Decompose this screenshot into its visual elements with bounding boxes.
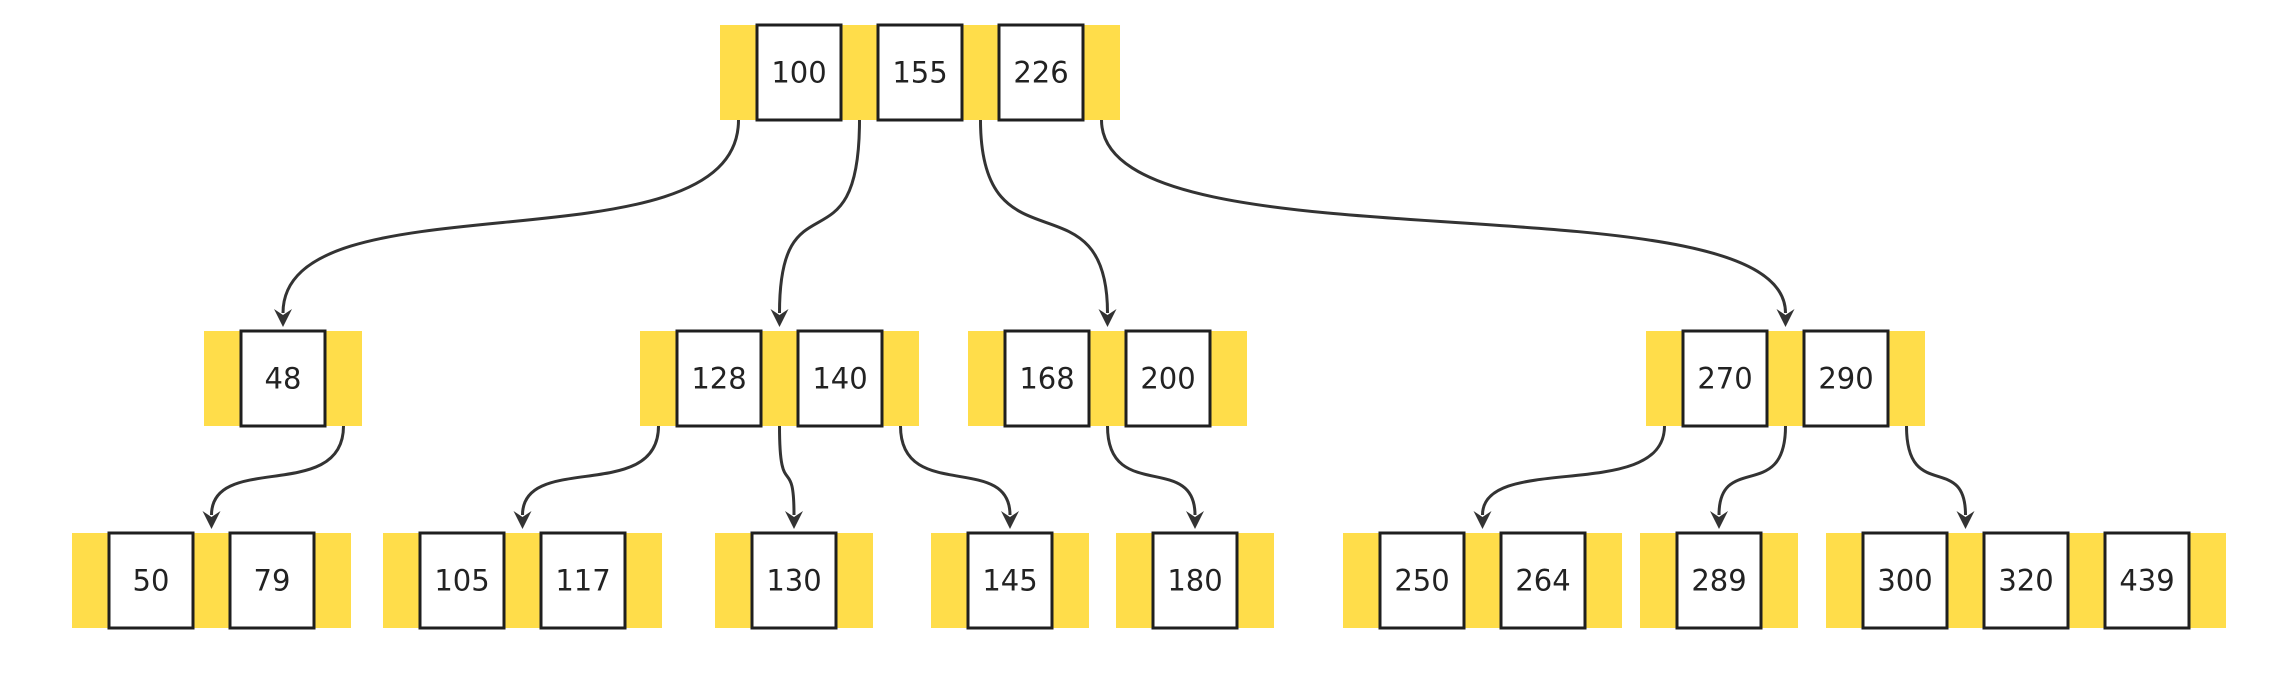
key-box [966,531,1054,630]
arrowhead-icon [785,511,803,529]
arrowhead-icon [513,511,532,529]
key-label: 200 [1140,362,1195,396]
key-label: 145 [982,564,1037,598]
key-box [228,531,316,630]
key-box [675,329,763,428]
key-label: 100 [771,56,826,90]
arrowhead-icon [1098,309,1117,327]
key-box [107,531,195,630]
key-box [876,23,964,122]
tree-node-l289: 289 [1640,531,1798,630]
key-box [239,329,327,428]
key-label: 250 [1394,564,1449,598]
key-label: 180 [1167,564,1222,598]
arrowhead-icon [1473,511,1492,529]
key-box [539,531,627,630]
edge-root-to-n128 [778,119,861,314]
arrowhead-icon [1186,511,1204,529]
key-box [796,329,884,428]
key-label: 50 [133,564,170,598]
key-label: 117 [555,564,610,598]
edge-n128-to-l105 [521,425,660,516]
key-label: 289 [1691,564,1746,598]
key-label: 439 [2119,564,2174,598]
tree-node-n168: 168 200 [968,329,1247,428]
key-box [1802,329,1890,428]
key-label: 264 [1515,564,1570,598]
edge-root-to-n270 [1100,119,1787,314]
key-label: 130 [766,564,821,598]
key-label: 300 [1877,564,1932,598]
key-label: 290 [1818,362,1873,396]
tree-node-l50: 50 79 [72,531,351,630]
edge-root-to-n168 [979,119,1109,314]
tree-node-l300: 300 320 439 [1826,531,2226,630]
key-label: 270 [1697,362,1752,396]
arrowhead-icon [1956,511,1975,529]
arrowhead-icon [1001,511,1019,529]
arrowhead-icon [1710,511,1728,529]
key-box [1378,531,1466,630]
key-box [1675,531,1763,630]
key-label: 320 [1998,564,2053,598]
key-label: 168 [1019,362,1074,396]
tree-node-l130: 130 [715,531,873,630]
edges-layer [202,119,1975,529]
key-label: 128 [691,362,746,396]
key-box [997,23,1085,122]
tree-node-root: 100 155 226 [720,23,1120,122]
key-box [1681,329,1769,428]
key-box [1151,531,1239,630]
key-box [418,531,506,630]
edge-n48-to-l50 [210,425,345,516]
key-label: 105 [434,564,489,598]
tree-node-l180: 180 [1116,531,1274,630]
arrowhead-icon [274,309,292,327]
edge-n128-to-l145 [899,425,1012,516]
key-box [2103,531,2191,630]
edge-n128-to-l130 [778,425,796,516]
tree-node-l250: 250 264 [1343,531,1622,630]
tree-node-n48: 48 [204,329,362,428]
tree-node-l145: 145 [931,531,1089,630]
edge-n168-to-l180 [1106,425,1197,516]
arrowhead-icon [770,309,789,327]
key-label: 48 [265,362,302,396]
tree-node-n270: 270 290 [1646,329,1925,428]
key-box [755,23,843,122]
key-label: 226 [1013,56,1068,90]
key-box [1499,531,1587,630]
key-box [1861,531,1949,630]
arrowhead-icon [202,511,221,529]
edge-n270-to-l300 [1905,425,1967,516]
key-box [1003,329,1091,428]
key-label: 140 [812,362,867,396]
tree-node-n128: 128 140 [640,329,919,428]
edge-n270-to-l289 [1717,425,1787,516]
key-box [750,531,838,630]
tree-node-l105: 105 117 [383,531,662,630]
key-box [1982,531,2070,630]
key-box [1124,329,1212,428]
edge-root-to-n48 [281,119,740,314]
arrowhead-icon [1776,309,1795,327]
edge-n270-to-l250 [1481,425,1666,516]
key-label: 155 [892,56,947,90]
key-label: 79 [254,564,291,598]
